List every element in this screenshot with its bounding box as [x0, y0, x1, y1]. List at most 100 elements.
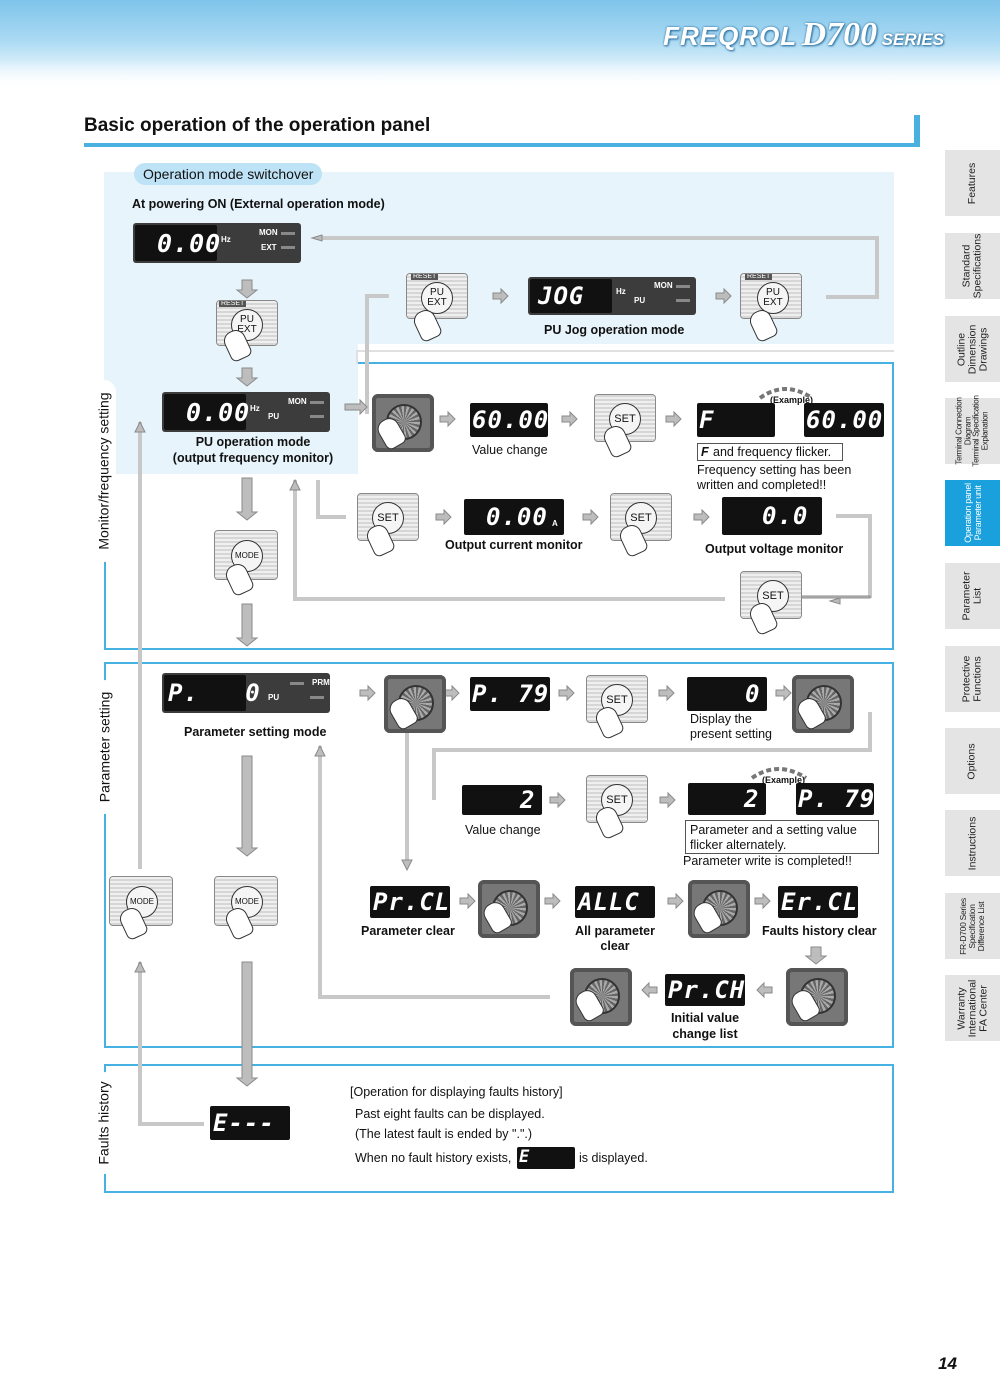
led-icon: [310, 401, 324, 404]
freq-written-2: written and completed!!: [697, 478, 827, 492]
amp-indicator: A: [552, 519, 558, 528]
present-display: 0: [687, 677, 767, 711]
side-tab-protective-functions[interactable]: Protective Functions: [945, 646, 1000, 712]
arrow-down-icon: [235, 755, 259, 857]
flicker-f-display: F: [697, 403, 775, 437]
pu-jog-label: PU Jog operation mode: [544, 323, 685, 337]
brand-logo: FREQROL D700 SERIES: [663, 16, 944, 54]
mon-indicator: MON: [259, 228, 278, 237]
pu-mode-frame: [356, 350, 894, 364]
param-flicker-2: flicker alternately.: [690, 838, 787, 852]
pu-ext-button[interactable]: PU EXT: [421, 282, 453, 314]
arrow-right-icon: [459, 892, 476, 910]
set-button[interactable]: SET: [757, 580, 789, 612]
return-line-right: [875, 236, 879, 298]
arrow-down-icon: [235, 603, 259, 647]
set-button[interactable]: SET: [372, 502, 404, 534]
side-tab-difference-list[interactable]: FR-D700 Series Specification Difference …: [945, 893, 1000, 959]
faults-none-pre: When no fault history exists,: [355, 1151, 512, 1165]
pu-ext-button[interactable]: PU EXT: [757, 282, 789, 314]
lcd-value: 2: [744, 785, 760, 813]
prcl-display: Pr.CL: [370, 886, 450, 918]
flicker-note: and frequency flicker.: [713, 445, 832, 459]
param-present-line-down: [432, 748, 436, 800]
arrow-down-icon: [804, 946, 828, 965]
page-number: 14: [938, 1354, 957, 1373]
arrow-up-icon: [314, 744, 326, 757]
side-tab-features[interactable]: Features: [945, 150, 1000, 216]
side-tab-standard-specs[interactable]: Standard Specifications: [945, 233, 1000, 299]
prch-display: Pr.CH: [665, 974, 745, 1006]
pu-ext-button-unit[interactable]: RESET PU EXT: [740, 273, 802, 319]
brand-main: FREQROL: [663, 21, 798, 51]
pu-ext-button-unit[interactable]: RESET PU EXT: [406, 273, 468, 319]
arrow-left-icon: [641, 981, 658, 999]
all-param-label-2: clear: [600, 939, 630, 953]
param-down-line: [405, 716, 409, 862]
arrow-right-icon: [667, 892, 684, 910]
param-present-line-v: [868, 712, 872, 752]
return-line-jog: [826, 295, 879, 299]
led-icon: [310, 415, 324, 418]
side-tab-parameter-list[interactable]: Parameter List: [945, 563, 1000, 629]
flicker-f-glyph: F: [701, 445, 709, 459]
pu-mode-display: 0.00 Hz MON PU: [162, 392, 330, 432]
faults-loop-line: [138, 962, 142, 1125]
arrow-right-icon: [754, 892, 771, 910]
arrow-right-icon: [715, 287, 732, 305]
side-tab-outline-drawings[interactable]: Outline Dimension Drawings: [945, 316, 1000, 382]
pu-indicator: PU: [268, 412, 280, 421]
section-label-faults: Faults history: [92, 1072, 116, 1174]
lcd-display: 0.00: [164, 394, 249, 430]
arrow-right-icon: [344, 398, 368, 416]
arrow-right-icon: [665, 410, 682, 428]
side-tab-operation-panel[interactable]: Operation panel Parameter unit: [945, 480, 1000, 546]
voltage-return-line: [293, 480, 297, 600]
side-tab-terminal-connection[interactable]: Terminal Connection Diagram Terminal Spe…: [945, 395, 1000, 467]
arrow-down-icon: [235, 367, 259, 387]
flicker-p79-display: P. 79: [796, 783, 874, 815]
lcd-value: 60.00: [806, 406, 884, 434]
lcd-value: 0: [745, 680, 761, 708]
flicker-2-display: 2: [688, 783, 766, 815]
flicker-value-display: 60.00: [804, 403, 884, 437]
faults-loop-line-h: [138, 1122, 204, 1126]
left-loop-line: [138, 422, 142, 869]
lcd-value: 0.00: [157, 229, 222, 258]
arrow-right-icon: [582, 508, 599, 526]
arrow-right-icon: [561, 410, 578, 428]
lcd-value: Pr.CL: [373, 888, 451, 916]
arrow-right-icon: [658, 684, 675, 702]
param-mode-display: P. 0 PRM PU: [162, 673, 330, 713]
arrow-right-icon: [544, 892, 561, 910]
flicker-arc-icon: [758, 387, 814, 400]
all-param-label-1: All parameter: [575, 924, 655, 938]
param-clear-label: Parameter clear: [361, 924, 455, 938]
lcd-value: E 0: [519, 1147, 587, 1167]
arrow-right-icon: [549, 791, 566, 809]
lcd-value: F: [699, 406, 715, 434]
lcd-value: 0.00: [486, 503, 548, 531]
section-label-monitor: Monitor/frequency setting: [92, 380, 116, 562]
arrow-right-icon: [492, 287, 509, 305]
arrow-down-icon: [235, 279, 259, 299]
example-label: (Example): [770, 395, 814, 405]
led-icon: [676, 299, 690, 302]
faults-none-post: is displayed.: [579, 1151, 648, 1165]
jog-branch-line-h: [365, 294, 389, 298]
branch-line-h: [316, 515, 346, 519]
side-tab-options[interactable]: Options: [945, 728, 1000, 794]
lcd-display: P. 0: [164, 675, 260, 711]
title-rule: [84, 143, 920, 147]
side-tab-warranty[interactable]: Warranty International FA Center: [945, 975, 1000, 1041]
param-return-line: [318, 746, 322, 998]
reset-label: RESET: [745, 273, 773, 280]
set-button-unit[interactable]: SET: [740, 571, 802, 619]
hz-indicator: Hz: [250, 404, 260, 413]
flicker-arc-icon: [750, 767, 808, 780]
lcd-value: P. 79: [798, 785, 876, 813]
side-tab-instructions[interactable]: Instructions: [945, 810, 1000, 876]
arrow-left-icon: [799, 595, 871, 599]
current-display: 0.00 A: [464, 499, 564, 535]
